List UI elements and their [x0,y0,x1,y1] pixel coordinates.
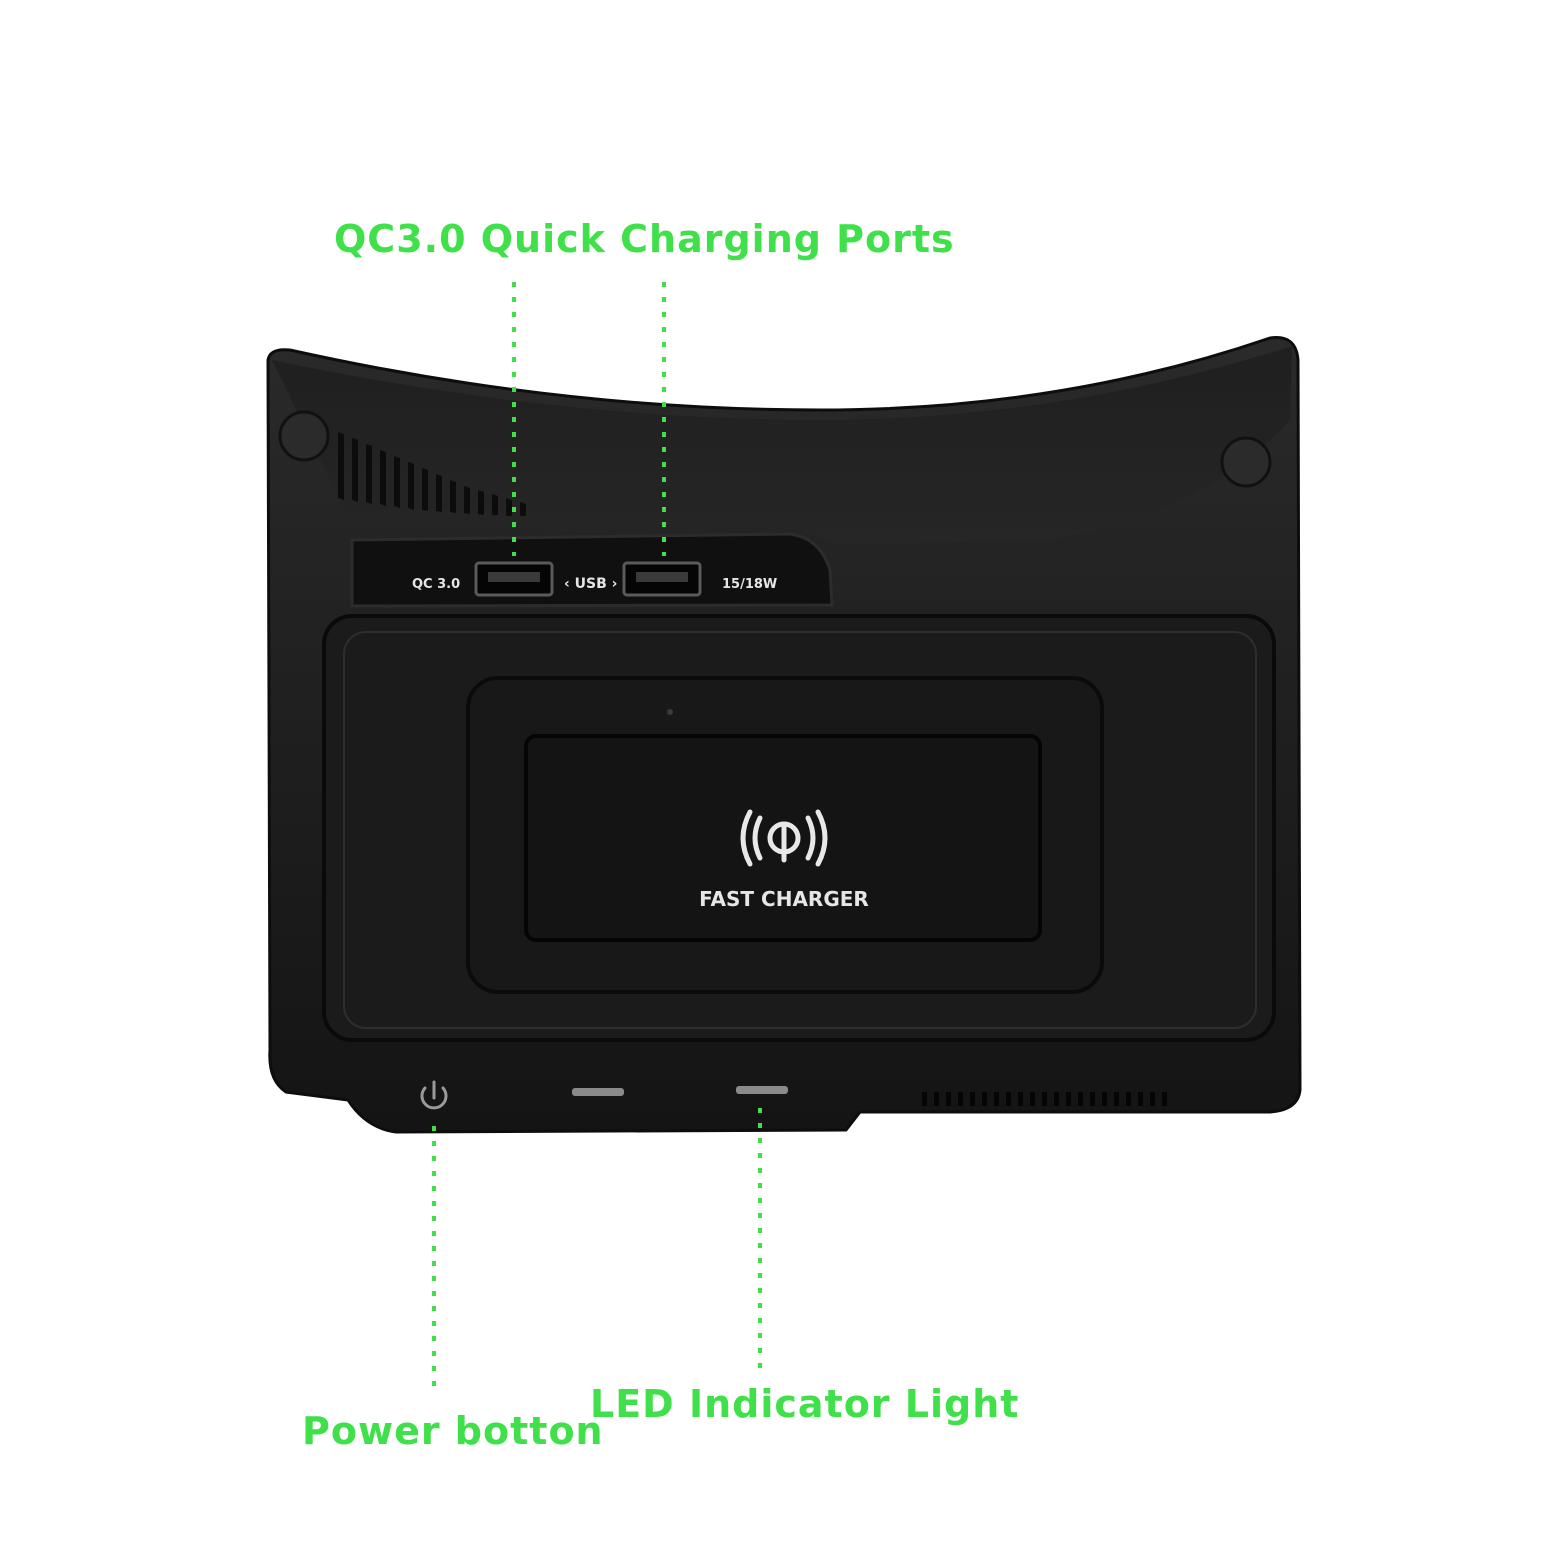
left-vent [338,432,526,516]
led-indicator-1 [572,1088,624,1096]
callout-lines [432,282,762,1386]
callout-led-label: LED Indicator Light [590,1382,1020,1426]
pad-sensor-dot [667,709,673,715]
charger-top-lip [272,346,1292,545]
bottom-vent [922,1092,1167,1106]
qc-label: QC 3.0 [412,577,460,592]
led-indicator-2 [736,1086,788,1094]
mount-knob-left [278,410,330,462]
port-strip [350,532,834,608]
wireless-charging-icon [740,809,828,867]
mount-knob-right [1220,436,1272,488]
watt-label: 15/18W [722,577,777,592]
callout-power-label: Power botton [302,1409,604,1453]
fast-charger-label: FAST CHARGER [699,887,869,911]
power-icon[interactable] [420,1080,448,1110]
callout-ports-label: QC3.0 Quick Charging Ports [334,217,955,261]
usb-label: ‹ USB › [564,576,617,592]
